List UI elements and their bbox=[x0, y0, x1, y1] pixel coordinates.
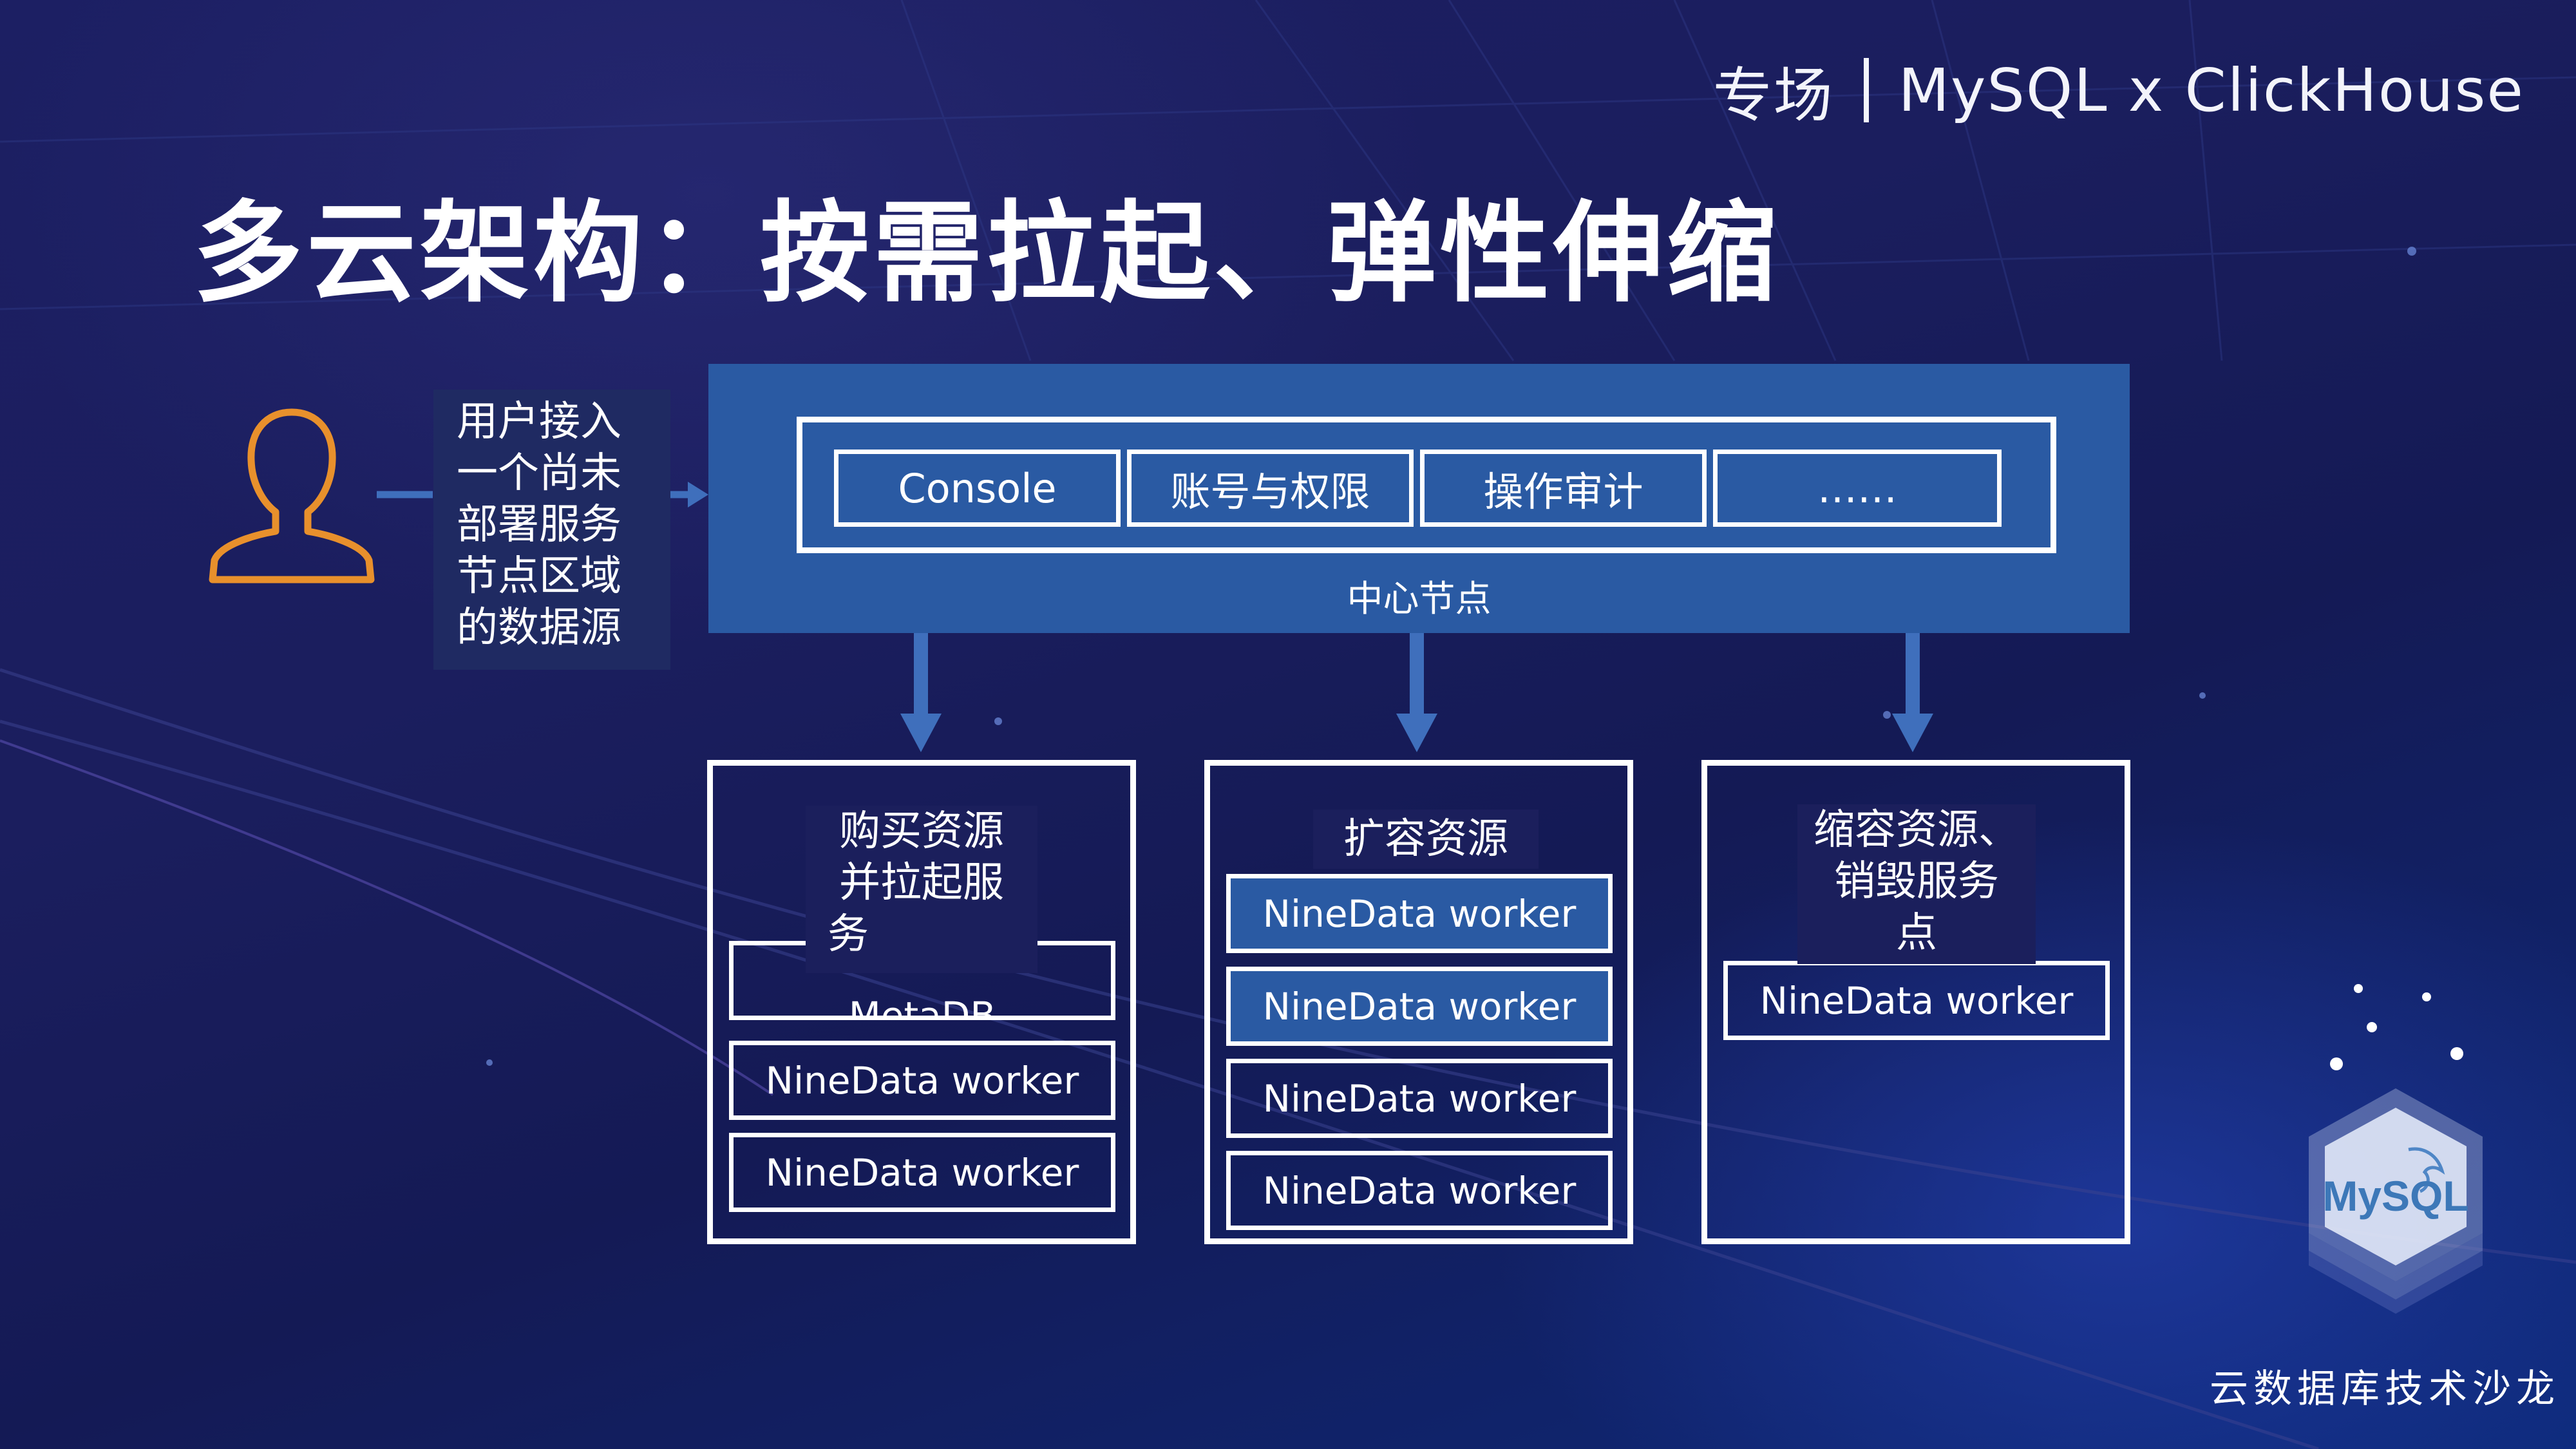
center-node: Console 账号与权限 操作审计 …… 中心节点 bbox=[708, 364, 2130, 633]
arrow-region-3-head bbox=[1892, 714, 1933, 752]
worker-box: NineData worker bbox=[729, 1133, 1115, 1212]
user-note-line: 一个尚未 bbox=[457, 450, 621, 497]
worker-box: NineData worker bbox=[1723, 961, 2110, 1040]
module-more: …… bbox=[1713, 450, 2002, 527]
event-topic: MySQL x ClickHouse bbox=[1898, 55, 2524, 125]
user-note-line: 的数据源 bbox=[457, 604, 621, 652]
region-label-line: 销毁服务 bbox=[1834, 858, 1999, 905]
module-account-permission: 账号与权限 bbox=[1127, 450, 1414, 527]
slide-title: 多云架构：按需拉起、弹性伸缩 bbox=[193, 190, 1781, 317]
event-tag-divider bbox=[1863, 58, 1869, 122]
user-icon bbox=[209, 408, 375, 583]
user-note-line: 节点区域 bbox=[457, 553, 621, 600]
module-console: Console bbox=[834, 450, 1121, 527]
worker-box: NineData worker bbox=[729, 1041, 1115, 1120]
worker-box: NineData worker bbox=[1226, 967, 1613, 1046]
event-tag: 专场 MySQL x ClickHouse bbox=[1713, 52, 2524, 130]
mysql-logo: MySQL bbox=[2309, 1088, 2483, 1314]
user-note-line: 用户接入 bbox=[457, 398, 621, 446]
module-operation-audit: 操作审计 bbox=[1420, 450, 1707, 527]
region-label-line: 缩容资源、 bbox=[1814, 806, 2020, 854]
mysql-logo-text: MySQL bbox=[2322, 1172, 2468, 1220]
worker-box: NineData worker bbox=[1226, 1059, 1613, 1138]
footer-brand: 云数据库技术沙龙 bbox=[2210, 1367, 2560, 1412]
center-module-frame: Console 账号与权限 操作审计 …… bbox=[797, 417, 2056, 553]
region-label: 购买资源 并拉起服 务 bbox=[806, 806, 1037, 973]
region-label: 缩容资源、 销毁服务 点 bbox=[1797, 804, 2036, 964]
arrow-region-1-head bbox=[900, 714, 942, 752]
region-label-line: 点 bbox=[1896, 909, 1937, 957]
region-label-line: 扩容资源 bbox=[1343, 815, 1508, 863]
region-label-line: 购买资源 bbox=[839, 808, 1004, 855]
region-scale-in: NineData worker 缩容资源、 销毁服务 点 bbox=[1701, 760, 2130, 1244]
worker-box: NineData worker bbox=[1226, 874, 1613, 953]
region-purchase: MetaDB NineData worker NineData worker 购… bbox=[707, 760, 1136, 1244]
center-node-label: 中心节点 bbox=[1347, 578, 1492, 620]
user-note: 用户接入 一个尚未 部署服务 节点区域 的数据源 bbox=[433, 390, 670, 670]
region-label-line: 并拉起服 bbox=[839, 859, 1004, 907]
region-label: 扩容资源 bbox=[1313, 810, 1539, 869]
event-tag-label: 专场 bbox=[1712, 61, 1834, 130]
region-scale-out: NineData worker NineData worker NineData… bbox=[1204, 760, 1633, 1244]
region-label-line: 务 bbox=[828, 911, 869, 958]
user-arrow-head bbox=[688, 482, 708, 507]
user-note-line: 部署服务 bbox=[457, 501, 621, 549]
worker-box: NineData worker bbox=[1226, 1151, 1613, 1230]
metadb-label: MetaDB bbox=[848, 994, 996, 1020]
arrow-region-2-head bbox=[1396, 714, 1437, 752]
